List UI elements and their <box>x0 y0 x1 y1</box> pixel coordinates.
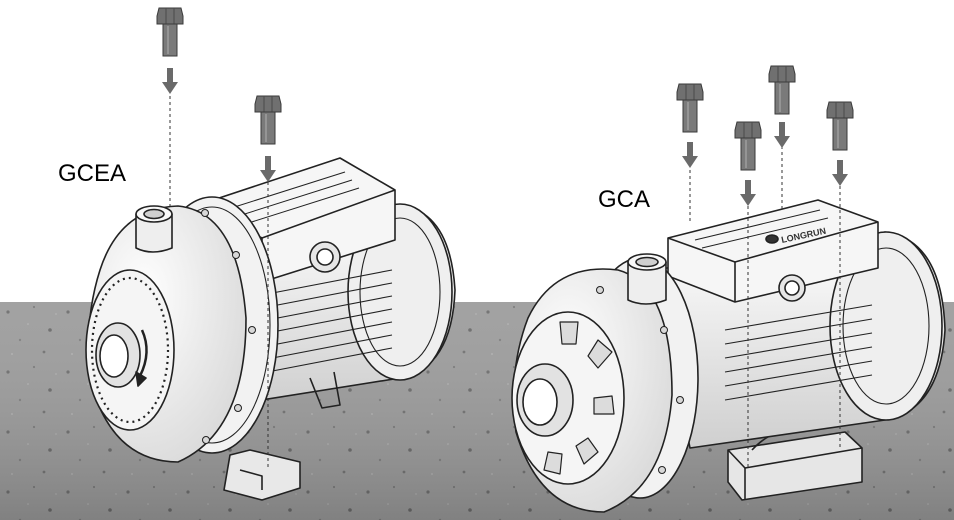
bolt-guide-lines <box>169 96 841 470</box>
down-arrow-icon <box>162 68 178 94</box>
bolt-icon <box>156 7 184 57</box>
gcea-model-label: GCEA <box>58 160 127 187</box>
gca-model-label: GCA <box>598 186 651 213</box>
down-arrow-icon <box>740 180 756 206</box>
gca-pump-illustration: LONGRUN <box>511 199 946 513</box>
down-arrow-icon <box>682 142 698 168</box>
bolt-icon <box>826 101 854 151</box>
bolt-icon <box>768 65 796 115</box>
bolt-icon <box>676 83 704 133</box>
down-arrow-icon <box>832 160 848 186</box>
bolt-icon <box>734 121 762 171</box>
down-arrow-icon <box>774 122 790 148</box>
bolt-icon <box>254 95 282 145</box>
down-arrow-icon <box>260 156 276 182</box>
